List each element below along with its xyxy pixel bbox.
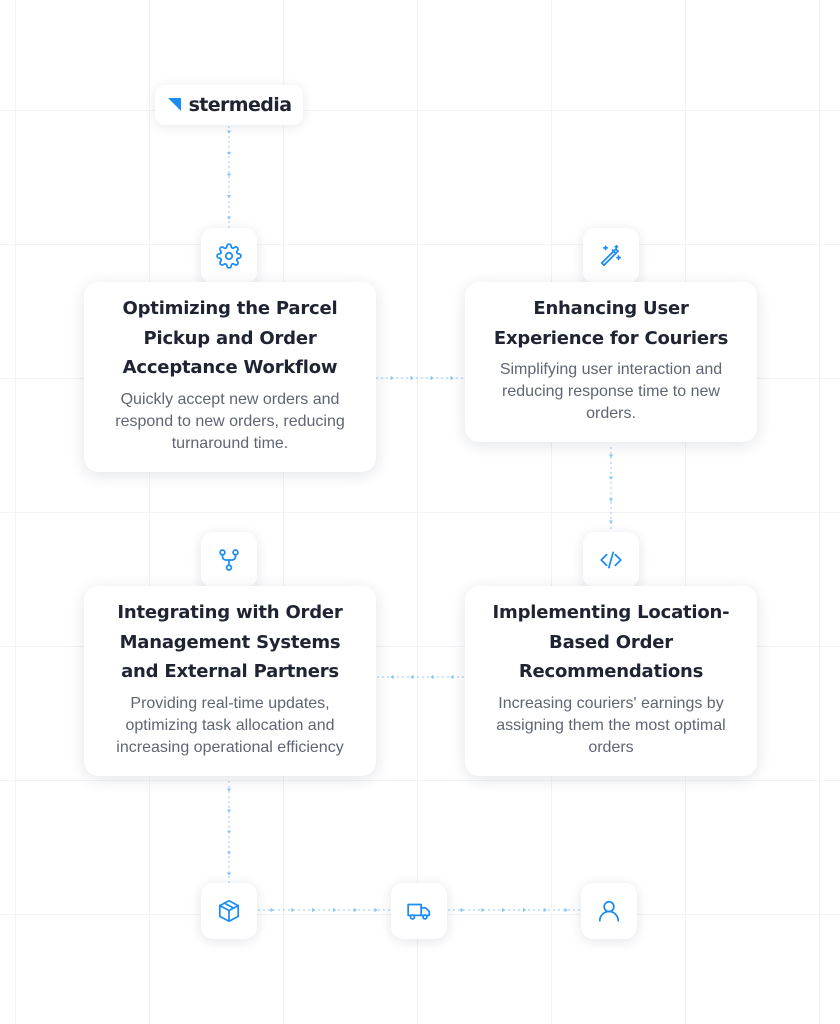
step-2-description: Simplifying user interaction and reducin… <box>499 361 723 422</box>
step-1-icon-box <box>201 228 257 284</box>
connector-arrowhead <box>226 830 232 834</box>
gear-icon <box>216 243 242 269</box>
step-3-icon-box <box>583 532 639 588</box>
connector-arrowhead <box>430 375 434 381</box>
connector-arrowhead <box>608 520 614 524</box>
user-icon-box <box>581 883 637 939</box>
connector-arrowhead <box>291 907 295 913</box>
connector-arrowhead <box>522 907 527 913</box>
step-card-4: Integrating with Order Management System… <box>84 586 376 776</box>
truck-icon-box <box>391 883 447 939</box>
stermedia-mark-icon <box>167 98 181 111</box>
step-card-2: Enhancing User Experience for Couriers S… <box>465 282 757 442</box>
logo-text: stermedia <box>188 94 292 116</box>
connector-arrowhead <box>270 907 274 913</box>
magic-wand-icon <box>600 244 622 267</box>
step-card-3: Implementing Location-Based Order Recomm… <box>465 586 757 776</box>
step-1-title: Optimizing the Parcel Pickup and Order A… <box>122 298 338 378</box>
connector-arrowhead <box>450 674 454 680</box>
step-1-description: Quickly accept new orders and respond to… <box>115 390 345 452</box>
connector-arrowhead <box>390 375 394 381</box>
stermedia-logo: stermedia <box>155 85 303 125</box>
step-card-1: Optimizing the Parcel Pickup and Order A… <box>84 282 376 472</box>
code-icon <box>600 551 622 569</box>
connector-arrowhead <box>460 907 464 913</box>
connector-arrowhead <box>608 454 614 458</box>
step-4-icon-box <box>201 532 257 588</box>
connector-arrowhead <box>410 674 414 680</box>
connector-arrowhead <box>564 907 568 913</box>
step-3-description: Increasing couriers' earnings by assigni… <box>496 694 726 756</box>
connector-arrowhead <box>226 872 232 876</box>
step-2-icon-box <box>583 228 639 284</box>
connector-arrowhead <box>226 173 232 177</box>
connector-arrowhead <box>226 809 232 813</box>
connector-arrowhead <box>226 788 232 792</box>
package-icon <box>218 899 240 923</box>
connector-arrowhead <box>353 907 357 913</box>
connector-arrowhead <box>430 674 434 680</box>
connector-arrowhead <box>226 130 232 134</box>
connector-arrowhead <box>608 498 614 502</box>
connector-arrowhead <box>502 907 506 913</box>
connector-arrowhead <box>374 907 378 913</box>
step-2-title: Enhancing User Experience for Couriers <box>493 298 729 349</box>
step-4-description: Providing real-time updates, optimizing … <box>116 694 344 756</box>
connector-arrowhead <box>226 216 232 220</box>
connector-arrowhead <box>332 907 337 913</box>
truck-icon <box>407 903 431 920</box>
connector-arrowhead <box>312 907 316 913</box>
connector-arrowhead <box>450 375 454 381</box>
connector-arrowhead <box>543 907 547 913</box>
connector-arrowhead <box>226 851 232 855</box>
connector-arrowhead <box>390 674 394 680</box>
connector-arrowhead <box>481 907 485 913</box>
user-icon <box>598 900 620 922</box>
step-3-title: Implementing Location-Based Order Recomm… <box>492 602 730 682</box>
package-icon-box <box>201 883 257 939</box>
connector-arrowhead <box>226 152 232 156</box>
connector-arrowhead <box>608 476 614 480</box>
connector-arrowhead <box>410 375 414 381</box>
connector-arrowhead <box>226 195 232 199</box>
step-4-title: Integrating with Order Management System… <box>117 602 343 682</box>
git-branch-icon <box>219 549 239 571</box>
